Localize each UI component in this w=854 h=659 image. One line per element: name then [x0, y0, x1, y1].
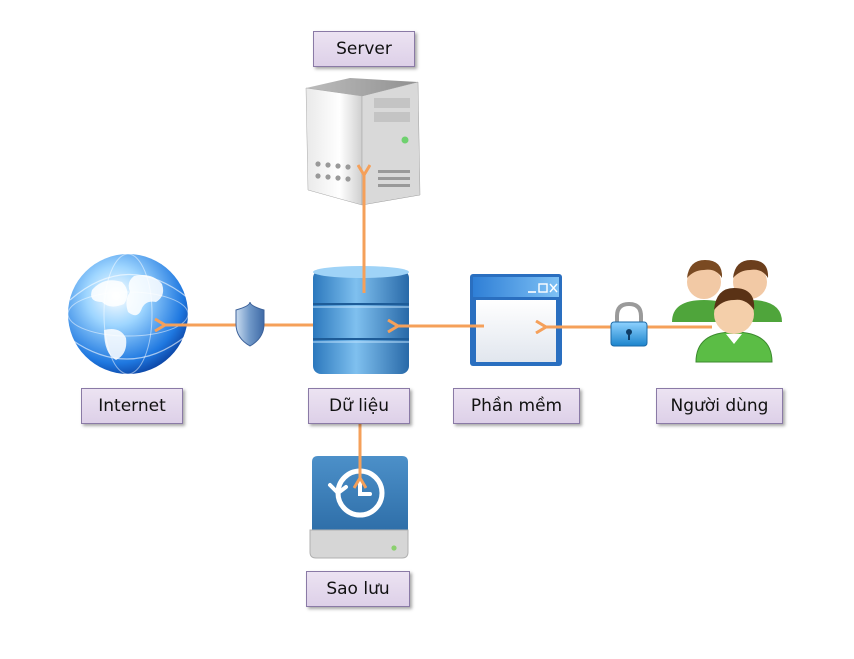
- node-label-software: Phần mềm: [453, 388, 580, 424]
- node-label-backup: Sao lưu: [306, 571, 410, 607]
- padlock-icon: [610, 301, 648, 347]
- database-icon: [313, 266, 409, 374]
- node-label-server: Server: [313, 31, 415, 67]
- globe-icon: [67, 253, 189, 375]
- shield-icon: [235, 301, 265, 347]
- users-group-icon: [672, 260, 782, 363]
- backup-drive-icon: [309, 456, 409, 559]
- node-label-data: Dữ liệu: [308, 388, 410, 424]
- server-tower-icon: [305, 78, 421, 206]
- node-label-users: Người dùng: [656, 388, 783, 424]
- node-label-internet: Internet: [81, 388, 183, 424]
- application-window-icon: [470, 274, 562, 366]
